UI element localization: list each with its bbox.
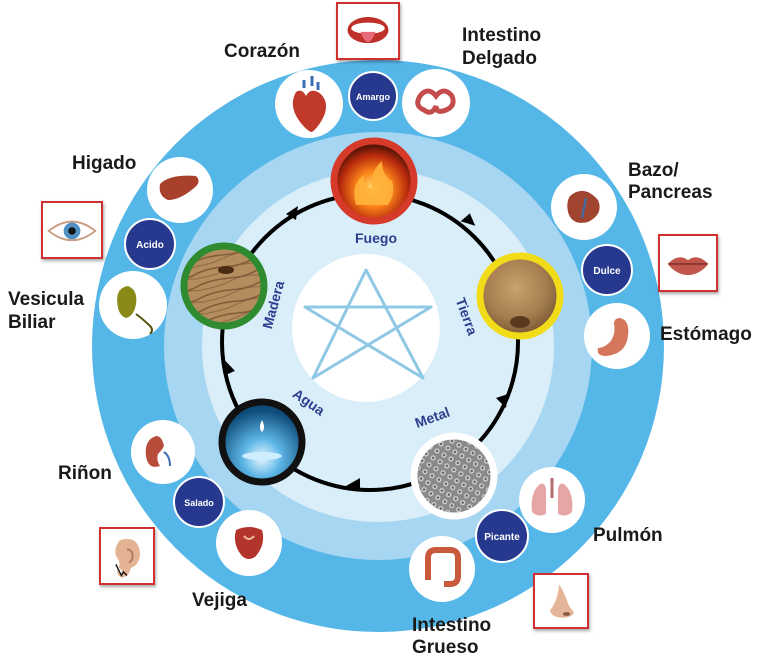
organ-label-intestino-delgado-1: Intestino: [462, 25, 542, 46]
small-intestine-icon: [402, 69, 470, 137]
organ-label-vejiga: Vejiga: [192, 590, 247, 611]
lips-icon: [658, 234, 718, 292]
heart-icon: [275, 70, 343, 138]
bladder-icon: [216, 510, 282, 576]
taste-amargo: Amargo: [348, 71, 398, 121]
stomach-icon: [584, 303, 650, 369]
organ-label-intestino-grueso-1: Intestino: [412, 615, 492, 636]
organ-label-intestino-grueso-2: Grueso: [412, 637, 479, 658]
taste-label-acido: Acido: [136, 240, 164, 251]
pentagram: [303, 268, 433, 380]
taste-salado: Salado: [173, 476, 225, 528]
cycle-arrows: [224, 206, 508, 490]
liver-icon: [147, 157, 213, 223]
taste-label-salado: Salado: [184, 498, 214, 508]
taste-label-amargo: Amargo: [356, 92, 391, 102]
center-disc: [292, 254, 440, 402]
organ-label-bazo-1: Bazo/: [628, 160, 679, 181]
organ-label-higado: Higado: [72, 153, 137, 174]
spleen-icon: [551, 174, 617, 240]
organ-label-intestino-delgado-2: Delgado: [462, 48, 537, 69]
eye-icon: [41, 201, 103, 259]
tongue-icon: [336, 2, 400, 60]
organ-label-bazo-2: Pancreas: [628, 182, 713, 203]
lungs-icon: [519, 467, 585, 533]
organ-label-vesicula-1: Vesicula: [8, 289, 85, 310]
madera-node: [180, 242, 268, 330]
metal-node: [410, 432, 498, 520]
element-label-fuego: Fuego: [355, 230, 397, 246]
taste-label-picante: Picante: [484, 532, 520, 543]
taste-picante: Picante: [475, 509, 529, 563]
taste-dulce: Dulce: [581, 244, 633, 296]
organ-label-vesicula-2: Biliar: [8, 312, 56, 333]
organ-label-corazon: Corazón: [224, 41, 300, 62]
kidney-icon: [131, 420, 195, 484]
ear-icon: [99, 527, 155, 585]
taste-label-dulce: Dulce: [593, 266, 621, 277]
large-intestine-icon: [409, 536, 475, 602]
nose-icon: [533, 573, 589, 629]
fuego-node: [330, 137, 418, 225]
organ-label-rinon: Riñon: [58, 463, 112, 484]
agua-node: [218, 398, 306, 486]
organ-label-estomago: Estómago: [660, 324, 752, 345]
organ-label-pulmon: Pulmón: [593, 525, 663, 546]
taste-acido: Acido: [124, 218, 176, 270]
tierra-node: [476, 252, 564, 340]
gallbladder-icon: [99, 271, 167, 339]
